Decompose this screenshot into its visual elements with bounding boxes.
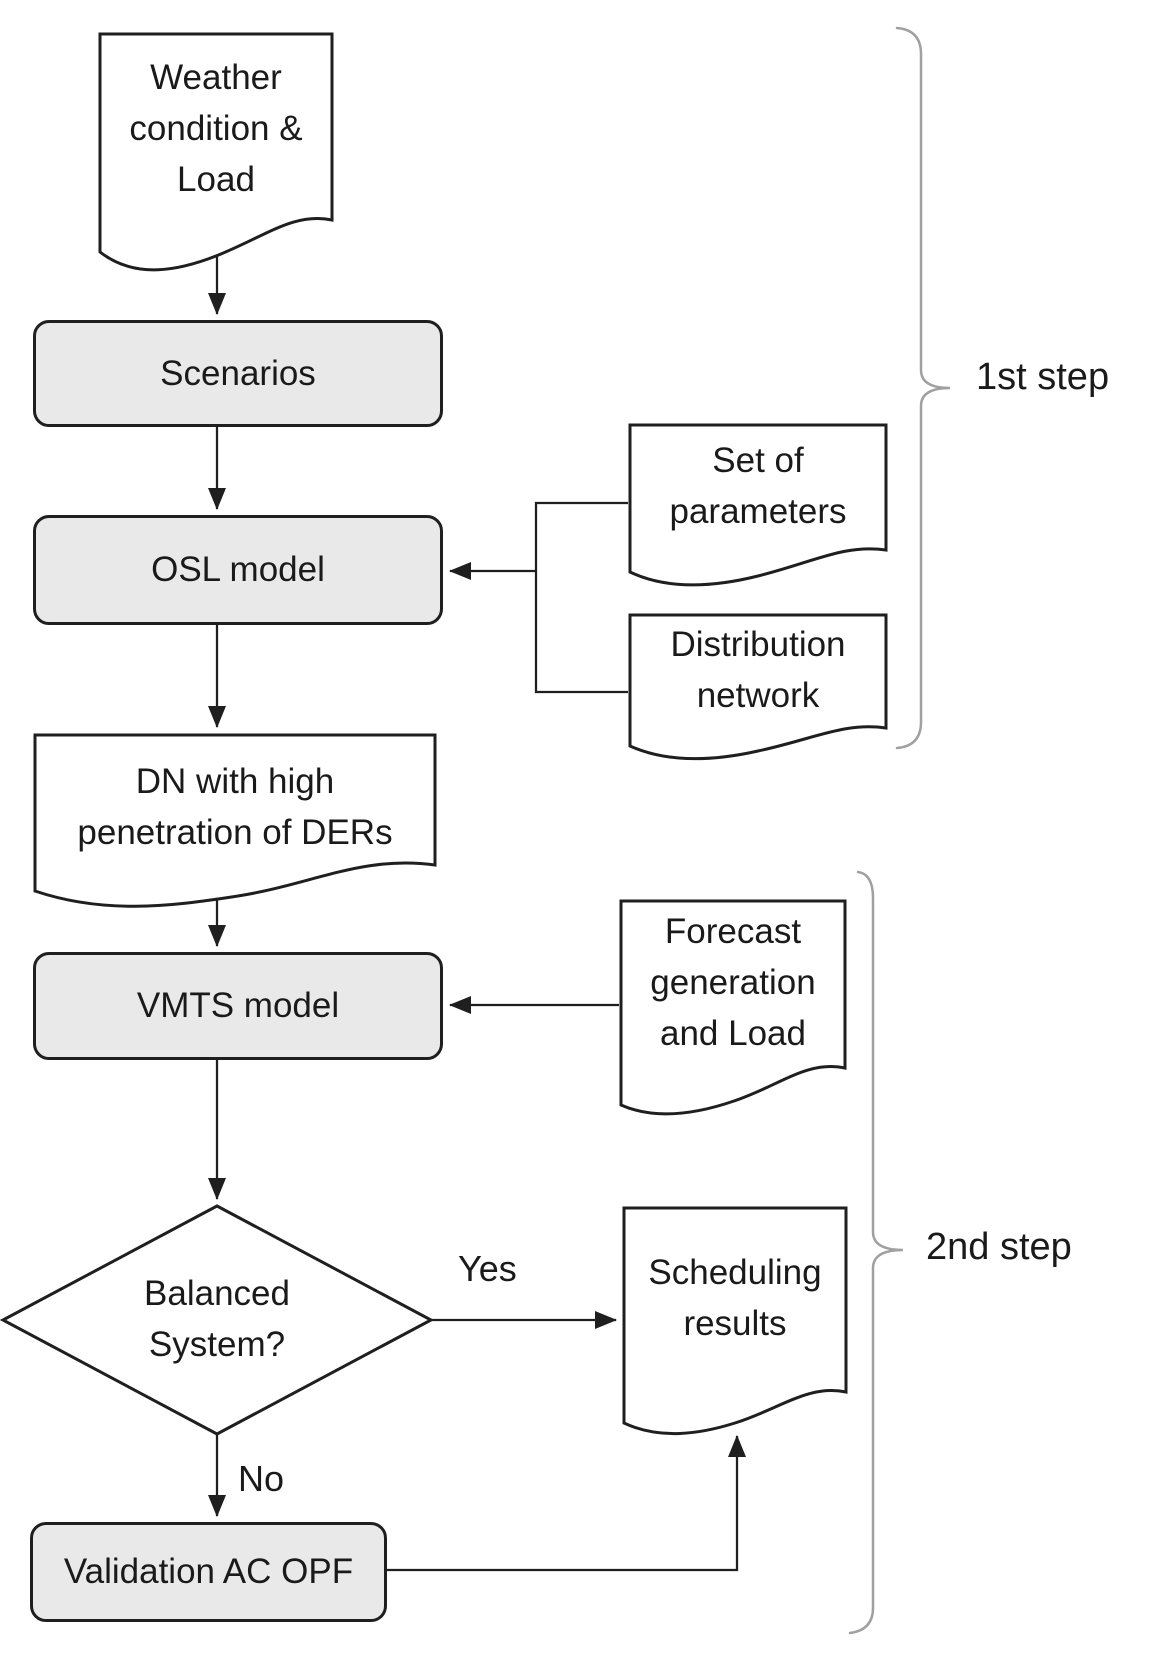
node-set-of-parameters: Set of parameters (628, 423, 888, 587)
node-vmts-model: VMTS model (33, 952, 443, 1060)
edge-label-yes: Yes (458, 1248, 517, 1289)
node-osl-model-label: OSL model (151, 550, 325, 589)
distribution-network-doc-shape (628, 613, 888, 761)
node-scenarios-label: Scenarios (160, 353, 316, 393)
node-balanced-system-decision: Balanced System? (0, 1204, 435, 1436)
node-validation-ac-opf-label: Validation AC OPF (63, 1552, 354, 1591)
edge-label-no: No (238, 1458, 285, 1499)
node-distribution-network-label: Distribution network (670, 624, 846, 715)
forecast-doc-shape (619, 899, 847, 1116)
set-of-parameters-doc-shape (628, 423, 888, 587)
node-vmts-model-label: VMTS model (136, 986, 340, 1025)
connector-osl-inputs-junction (534, 501, 628, 694)
scheduling-results-doc-shape (622, 1206, 848, 1436)
node-set-of-parameters-label: Set of parameters (669, 440, 847, 531)
node-dn-ders: DN with high penetration of DERs (33, 733, 437, 908)
node-balanced-system-label: Balanced System? (144, 1274, 290, 1364)
node-forecast-generation-load: Forecast generation and Load (619, 899, 847, 1116)
balanced-system-diamond-shape (0, 1204, 435, 1436)
node-dn-ders-label: DN with high penetration of DERs (77, 762, 393, 852)
step-label-2nd: 2nd step (926, 1226, 1072, 1268)
step-label-1st: 1st step (976, 356, 1110, 398)
node-validation-ac-opf: Validation AC OPF (30, 1522, 387, 1622)
node-distribution-network: Distribution network (628, 613, 888, 761)
bracket-2nd-step (848, 870, 904, 1635)
arrow-validation-to-scheduling (387, 1435, 746, 1572)
bracket-1st-step (895, 26, 951, 750)
node-weather-load: Weather condition & Load (98, 32, 334, 272)
node-weather-load-label: Weather condition & Load (129, 58, 303, 199)
dn-ders-doc-shape (33, 733, 437, 908)
node-scenarios: Scenarios (33, 320, 443, 427)
node-osl-model: OSL model (33, 515, 443, 625)
node-scheduling-results-label: Scheduling results (648, 1253, 822, 1343)
weather-doc-shape (98, 32, 334, 272)
node-scheduling-results: Scheduling results (622, 1206, 848, 1436)
node-forecast-generation-load-label: Forecast generation and Load (650, 912, 816, 1053)
